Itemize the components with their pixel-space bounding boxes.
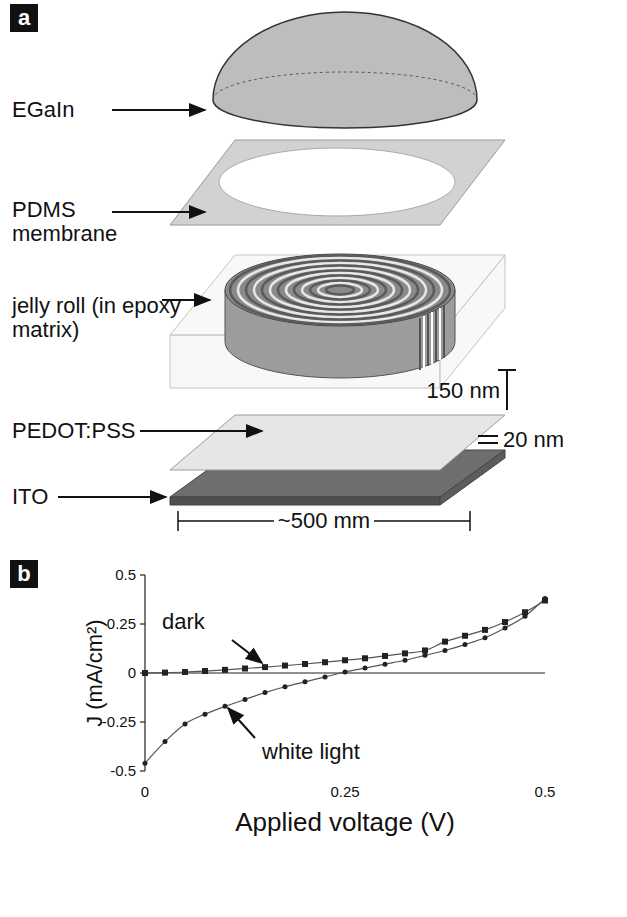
- data-marker: [523, 614, 528, 619]
- layer-label: PEDOT:PSS: [12, 419, 135, 443]
- tick-label: 0.5: [115, 567, 136, 584]
- data-marker: [182, 669, 188, 675]
- data-marker: [382, 653, 388, 659]
- roll-cutaway: [423, 316, 425, 368]
- roll-winding: [326, 286, 354, 295]
- data-marker: [423, 653, 428, 658]
- data-marker: [142, 670, 148, 676]
- tick-label: 0.25: [107, 616, 136, 633]
- roll-winding: [302, 278, 378, 302]
- epoxy-box: [170, 255, 505, 388]
- data-marker: [302, 661, 308, 667]
- data-marker: [402, 650, 408, 656]
- data-marker: [383, 662, 388, 667]
- light-curve: [145, 599, 545, 764]
- tick-label: -0.5: [110, 763, 136, 780]
- data-marker: [242, 665, 248, 671]
- pedot-layer: [170, 415, 505, 470]
- roll-winding: [294, 276, 386, 305]
- data-marker: [323, 674, 328, 679]
- data-marker: [482, 627, 488, 633]
- data-marker: [543, 596, 548, 601]
- curve-label: dark: [162, 610, 205, 634]
- data-marker: [322, 659, 328, 665]
- dark-curve: [145, 600, 545, 673]
- roll-winding: [318, 283, 362, 297]
- data-marker: [262, 664, 268, 670]
- panel-letter-text: b: [17, 563, 30, 585]
- data-marker: [343, 670, 348, 675]
- data-marker: [223, 704, 228, 709]
- thickness-bar: [478, 436, 498, 443]
- egain-drop: [213, 12, 477, 128]
- data-marker: [342, 657, 348, 663]
- chart-axes: [140, 575, 545, 771]
- data-marker: [202, 668, 208, 674]
- roll-winding: [270, 268, 410, 312]
- dimension: 150 nm: [427, 379, 500, 403]
- panel-letter: a: [10, 4, 38, 32]
- roll-cutaway: [435, 310, 437, 362]
- data-marker: [303, 679, 308, 684]
- dimension: 20 nm: [503, 428, 564, 452]
- data-marker: [503, 625, 508, 630]
- data-marker: [282, 663, 288, 669]
- panel-letter: b: [10, 560, 38, 588]
- roll-cutaway: [443, 306, 445, 358]
- data-marker: [183, 721, 188, 726]
- roll-cutaway: [419, 318, 421, 370]
- layer-label: jelly roll (in epoxy matrix): [12, 294, 202, 342]
- roll-winding: [286, 273, 394, 307]
- curve-label: white light: [262, 740, 360, 764]
- roll-winding: [254, 263, 426, 317]
- layer-label: ITO: [12, 485, 48, 509]
- data-marker: [442, 639, 448, 645]
- roll-cutaway: [427, 314, 429, 366]
- roll-winding: [278, 271, 402, 310]
- tick-label: 0.25: [330, 784, 359, 801]
- pdms-membrane: [170, 140, 505, 225]
- tick-label: 0: [128, 665, 136, 682]
- thickness-bar: [498, 370, 516, 410]
- data-marker: [162, 670, 168, 676]
- roll-winding: [310, 281, 370, 300]
- panel-letter-text: a: [18, 7, 30, 29]
- roll-winding: [246, 261, 434, 320]
- tick-label: 0: [141, 784, 149, 801]
- data-marker: [362, 655, 368, 661]
- roll-winding: [238, 258, 442, 322]
- data-marker: [403, 658, 408, 663]
- data-marker: [222, 667, 228, 673]
- axis-title: J (mA/cm²): [83, 619, 107, 727]
- roll-cutaway: [439, 308, 441, 360]
- data-marker: [283, 684, 288, 689]
- jelly-roll: [225, 254, 455, 378]
- data-marker: [462, 633, 468, 639]
- data-marker: [263, 690, 268, 695]
- data-marker: [502, 619, 508, 625]
- data-marker: [443, 648, 448, 653]
- data-marker: [463, 642, 468, 647]
- jv-curves: [142, 596, 548, 766]
- dimension: ~500 mm: [274, 509, 374, 533]
- data-marker: [483, 635, 488, 640]
- tick-label: 0.5: [535, 784, 556, 801]
- data-marker: [203, 712, 208, 717]
- tick-label: -0.25: [102, 714, 136, 731]
- axis-title: Applied voltage (V): [235, 808, 455, 837]
- data-marker: [243, 697, 248, 702]
- roll-cutaway: [431, 312, 433, 364]
- layer-label: PDMS membrane: [12, 198, 124, 246]
- roll-winding: [230, 256, 450, 325]
- data-marker: [163, 739, 168, 744]
- roll-winding: [262, 266, 418, 315]
- layer-label: EGaIn: [12, 98, 74, 122]
- data-marker: [143, 761, 148, 766]
- data-marker: [422, 647, 428, 653]
- data-marker: [363, 666, 368, 671]
